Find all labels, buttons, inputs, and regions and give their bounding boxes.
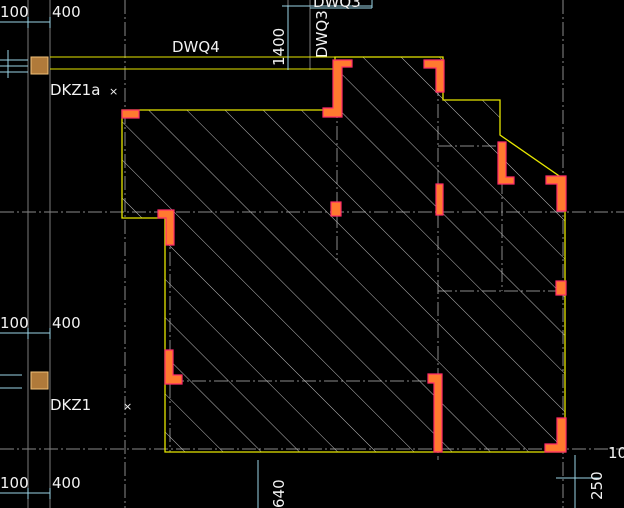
dim-text-mid-left-400: 400 bbox=[52, 314, 81, 332]
wall-column-right-corner[interactable] bbox=[545, 175, 567, 212]
wall-column-left-lower[interactable] bbox=[164, 349, 183, 385]
dim-text-right-edge-10: 10 bbox=[608, 444, 624, 462]
label-dkz1[interactable]: DKZ1 bbox=[50, 396, 91, 414]
dim-text-bottom-left-100: 100 bbox=[0, 474, 29, 492]
grid-lines-solid bbox=[27, 0, 311, 508]
wall-column-top-center[interactable] bbox=[322, 59, 353, 118]
wall-column-inner-vertical[interactable] bbox=[435, 183, 444, 216]
wall-column-right-mid[interactable] bbox=[555, 280, 567, 296]
wall-column-center-small[interactable] bbox=[330, 201, 342, 217]
dim-text-bottom-right-250: 250 bbox=[588, 471, 606, 500]
wall-column-right-upper[interactable] bbox=[497, 141, 515, 185]
slab-hatch bbox=[122, 57, 565, 452]
wall-column-bottom-right[interactable] bbox=[544, 417, 567, 453]
wall-column-bottom-center[interactable] bbox=[427, 373, 443, 453]
floor-slab[interactable] bbox=[100, 40, 580, 460]
wall-column-top-right[interactable] bbox=[423, 59, 445, 93]
dim-text-top-left-400: 400 bbox=[52, 3, 81, 21]
label-dkz1a-cross: × bbox=[109, 85, 118, 98]
column-marker-dkz1a[interactable] bbox=[30, 56, 49, 75]
dwq4-wall-line[interactable] bbox=[50, 56, 335, 70]
label-dkz1-cross: × bbox=[123, 400, 132, 413]
column-markers[interactable] bbox=[30, 56, 49, 390]
dimension-texts: 100 400 100 400 100 400 1400 640 250 10 bbox=[0, 3, 624, 508]
dimension-lines bbox=[0, 0, 600, 508]
label-dkz1a[interactable]: DKZ1a bbox=[50, 81, 100, 99]
dim-text-top-1400: 1400 bbox=[270, 28, 288, 66]
element-labels: DWQ4 DWQ3 DWQ3 DKZ1a × DKZ1 × bbox=[50, 0, 361, 414]
dim-text-top-left-100: 100 bbox=[0, 3, 29, 21]
column-marker-dkz1[interactable] bbox=[30, 371, 49, 390]
wall-columns[interactable] bbox=[121, 59, 567, 453]
label-dwq3-vertical[interactable]: DWQ3 bbox=[313, 10, 331, 58]
label-dwq4[interactable]: DWQ4 bbox=[172, 38, 220, 56]
wall-column-top-left[interactable] bbox=[121, 109, 140, 119]
dim-text-bottom-left-400: 400 bbox=[52, 474, 81, 492]
label-dwq3-top[interactable]: DWQ3 bbox=[313, 0, 361, 11]
wall-column-left-upper[interactable] bbox=[157, 209, 175, 246]
dim-text-bottom-640: 640 bbox=[270, 479, 288, 508]
dim-text-mid-left-100: 100 bbox=[0, 314, 29, 332]
